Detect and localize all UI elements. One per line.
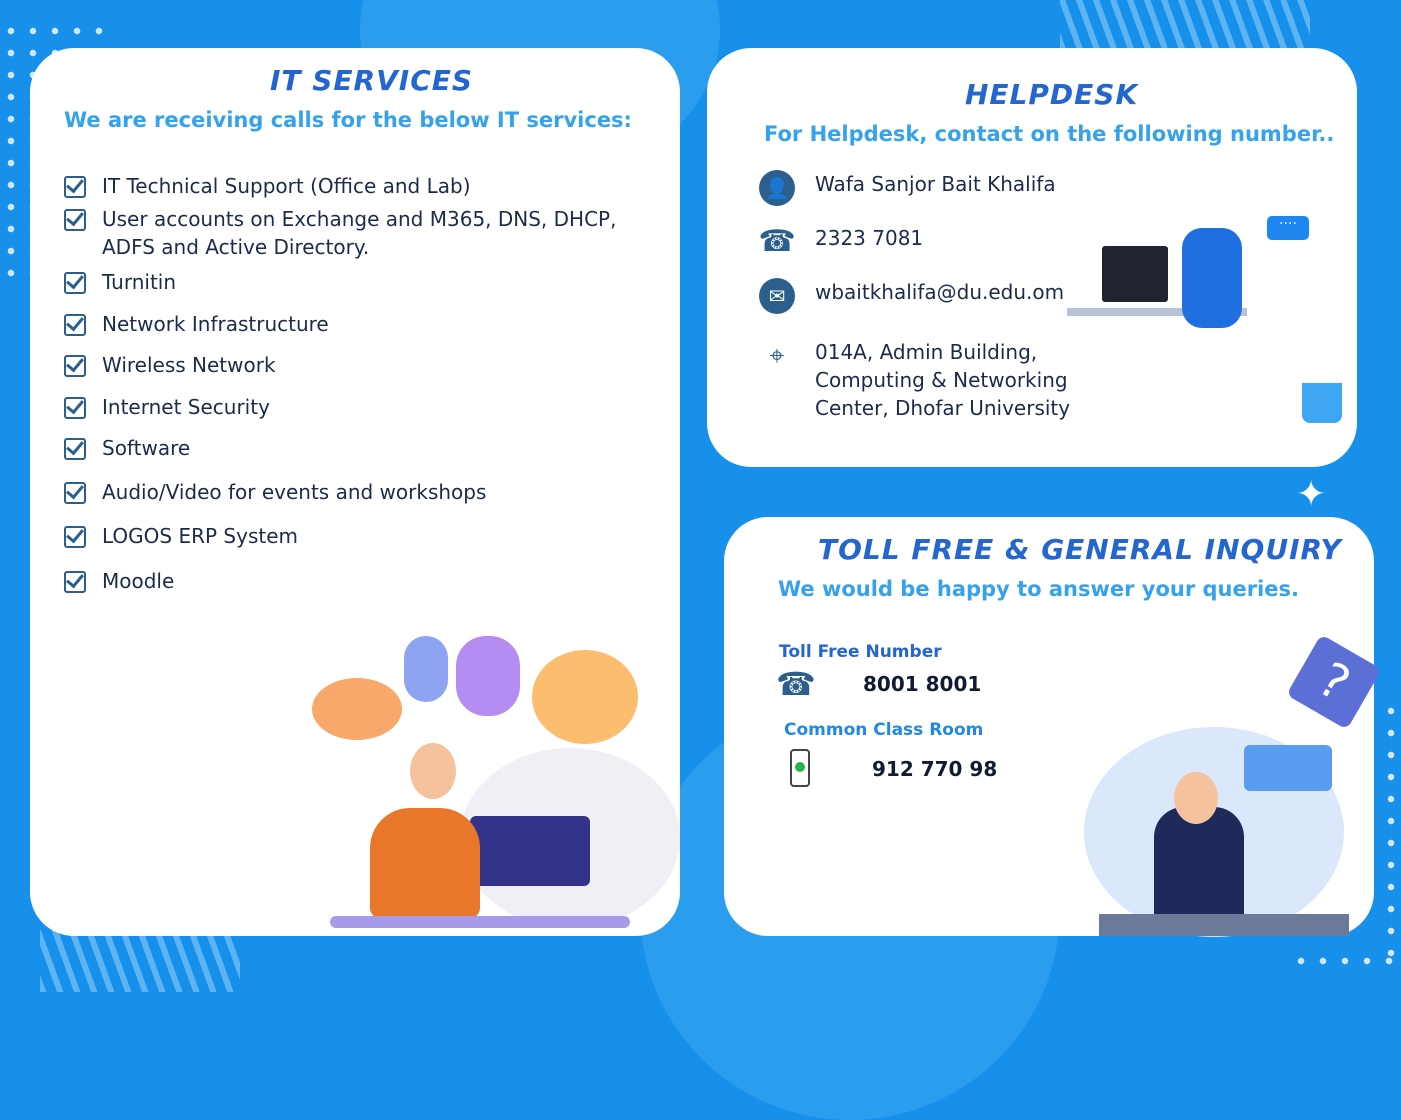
checkbox-icon xyxy=(64,397,86,419)
question-box-icon: ? xyxy=(1286,634,1382,730)
it-services-title: IT SERVICES xyxy=(270,64,474,97)
item-label: Moodle xyxy=(102,569,175,593)
desk xyxy=(330,916,630,928)
list-item: User accounts on Exchange and M365, DNS,… xyxy=(64,205,664,261)
desk xyxy=(1099,914,1349,936)
checkbox-icon xyxy=(64,272,86,294)
item-label: IT Technical Support (Office and Lab) xyxy=(102,174,471,198)
helpdesk-subtitle: For Helpdesk, contact on the following n… xyxy=(764,122,1335,146)
item-label: Network Infrastructure xyxy=(102,312,329,336)
monitor-icon xyxy=(470,816,590,886)
dot-pattern xyxy=(1380,700,1401,960)
dot-pattern xyxy=(1290,950,1400,972)
list-item: Audio/Video for events and workshops xyxy=(64,478,486,506)
checkbox-icon xyxy=(64,209,86,231)
checkbox-icon xyxy=(64,571,86,593)
checkbox-icon xyxy=(64,314,86,336)
list-item: Internet Security xyxy=(64,393,270,421)
contact-address: ⌖ 014A, Admin Building, Computing & Netwo… xyxy=(759,338,1079,422)
toll-free-title: TOLL FREE & GENERAL INQUIRY xyxy=(818,533,1342,566)
stripe-pattern xyxy=(1060,0,1310,50)
list-item: IT Technical Support (Office and Lab) xyxy=(64,172,471,200)
inquiry-illustration: ? xyxy=(1074,634,1382,937)
it-services-card: IT SERVICES We are receiving calls for t… xyxy=(30,48,680,936)
checkbox-icon xyxy=(64,176,86,198)
address-text: 014A, Admin Building, Computing & Networ… xyxy=(815,340,1071,420)
calendar-bubble-icon xyxy=(532,650,638,744)
helpdesk-card: HELPDESK For Helpdesk, contact on the fo… xyxy=(707,48,1357,467)
person-head xyxy=(1174,772,1218,824)
monitor-icon xyxy=(1102,246,1168,302)
mail-bubble-icon xyxy=(312,678,402,740)
list-item: Wireless Network xyxy=(64,351,276,379)
desk xyxy=(1067,308,1247,316)
item-label: Wireless Network xyxy=(102,353,276,377)
person-figure xyxy=(370,808,480,918)
helpdesk-illustration: ···· xyxy=(1067,178,1357,458)
sparkle-icon: ✦ xyxy=(1296,474,1327,515)
item-label: LOGOS ERP System xyxy=(102,524,298,548)
checkbox-icon xyxy=(64,526,86,548)
item-label: Software xyxy=(102,436,191,460)
helpdesk-title: HELPDESK xyxy=(965,78,1139,111)
checkbox-icon xyxy=(64,438,86,460)
support-illustration xyxy=(310,628,680,928)
person-head xyxy=(410,743,456,799)
stripe-pattern xyxy=(40,930,240,992)
person-figure xyxy=(1182,228,1242,328)
email-link[interactable]: wbaitkhalifa@du.edu.om xyxy=(815,280,1065,304)
telephone-icon: ☎ xyxy=(758,224,796,259)
item-label: Audio/Video for events and workshops xyxy=(102,480,487,504)
classroom-label: Common Class Room xyxy=(784,720,984,740)
checkbox-icon xyxy=(64,355,86,377)
phone-bubble-icon xyxy=(456,636,520,716)
contact-email[interactable]: ✉ wbaitkhalifa@du.edu.om xyxy=(759,278,1064,314)
email-icon: ✉ xyxy=(759,278,795,314)
chat-bubble-icon xyxy=(1244,745,1332,791)
item-label: Internet Security xyxy=(102,395,270,419)
list-item: LOGOS ERP System xyxy=(64,522,298,550)
toll-free-number: 8001 8001 xyxy=(863,672,982,696)
phone-text: 2323 7081 xyxy=(815,226,924,250)
telephone-icon: ☎ xyxy=(776,665,816,703)
contact-name: 👤 Wafa Sanjor Bait Khalifa xyxy=(759,170,1056,206)
list-item: Turnitin xyxy=(64,268,176,296)
chat-bubble-icon: ···· xyxy=(1267,216,1309,240)
question-bubble-icon xyxy=(404,636,448,702)
item-label: Turnitin xyxy=(102,270,177,294)
list-item: Software xyxy=(64,434,190,462)
item-label: User accounts on Exchange and M365, DNS,… xyxy=(102,207,617,259)
toll-free-subtitle: We would be happy to answer your queries… xyxy=(778,577,1300,601)
user-icon: 👤 xyxy=(759,170,795,206)
location-pin-icon: ⌖ xyxy=(769,341,785,371)
contact-phone: ☎ 2323 7081 xyxy=(758,224,924,260)
whatsapp-phone-icon xyxy=(790,749,810,787)
plant-pot-icon xyxy=(1302,383,1342,423)
it-services-subtitle: We are receiving calls for the below IT … xyxy=(64,108,632,132)
list-item: Network Infrastructure xyxy=(64,310,329,338)
list-item: Moodle xyxy=(64,567,174,595)
toll-free-card: TOLL FREE & GENERAL INQUIRY We would be … xyxy=(724,517,1382,937)
checkbox-icon xyxy=(64,482,86,504)
classroom-number: 912 770 98 xyxy=(872,757,998,781)
person-figure xyxy=(1154,807,1244,917)
toll-free-label: Toll Free Number xyxy=(779,642,942,662)
name-text: Wafa Sanjor Bait Khalifa xyxy=(815,172,1056,196)
